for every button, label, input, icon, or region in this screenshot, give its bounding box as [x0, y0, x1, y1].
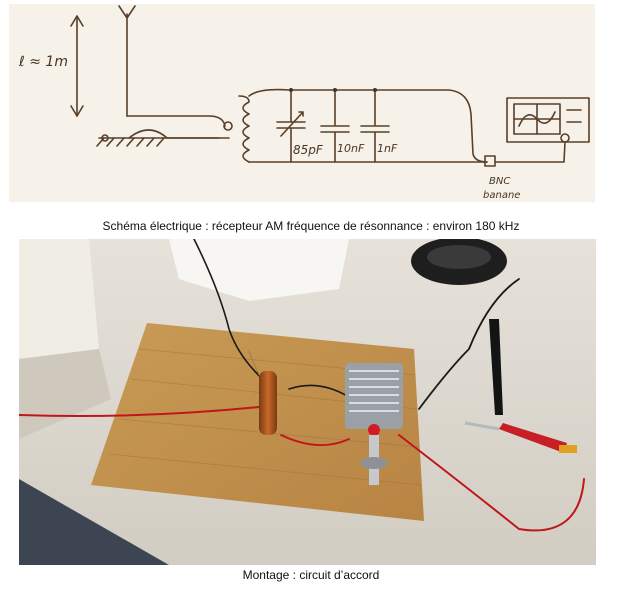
assembly-illustration [19, 239, 596, 565]
capacitor-1nf [360, 89, 390, 163]
photo-coil [259, 371, 277, 435]
variable-capacitor [276, 89, 306, 163]
cap-variable-label: 85pF [293, 143, 324, 157]
left-box [19, 239, 99, 359]
carpet [19, 479, 169, 565]
connector-label-2: banane [483, 190, 520, 201]
antenna [118, 5, 136, 117]
black-clip [489, 319, 503, 415]
schematic-drawing: ℓ ≈ 1m 85pF 10nF 1nF BNC banane [18, 5, 590, 201]
wooden-board [91, 323, 424, 521]
red-wire-right [398, 434, 585, 532]
bnc-connector [484, 155, 496, 167]
schematic-caption: Schéma électrique : récepteur AM fréquen… [102, 219, 520, 233]
cap-2-label: 10nF [337, 142, 365, 155]
cap-3-label: 1nF [377, 142, 398, 155]
coil-inductor [238, 95, 250, 163]
length-label: ℓ ≈ 1m [18, 54, 68, 70]
paper-sheet [169, 239, 349, 301]
capacitor-10nf [320, 89, 350, 163]
black-wire [193, 239, 270, 386]
red-wire-left [19, 406, 260, 417]
red-clip [499, 423, 567, 453]
photo-variable-capacitor [345, 363, 403, 485]
photo-caption: Montage : circuit d’accord [242, 568, 380, 582]
oscilloscope-sketch [506, 97, 590, 143]
schematic-sketch: ℓ ≈ 1m 85pF 10nF 1nF BNC banane [9, 4, 595, 202]
connector-label-1: BNC [489, 176, 510, 187]
assembly-photo [19, 239, 596, 565]
